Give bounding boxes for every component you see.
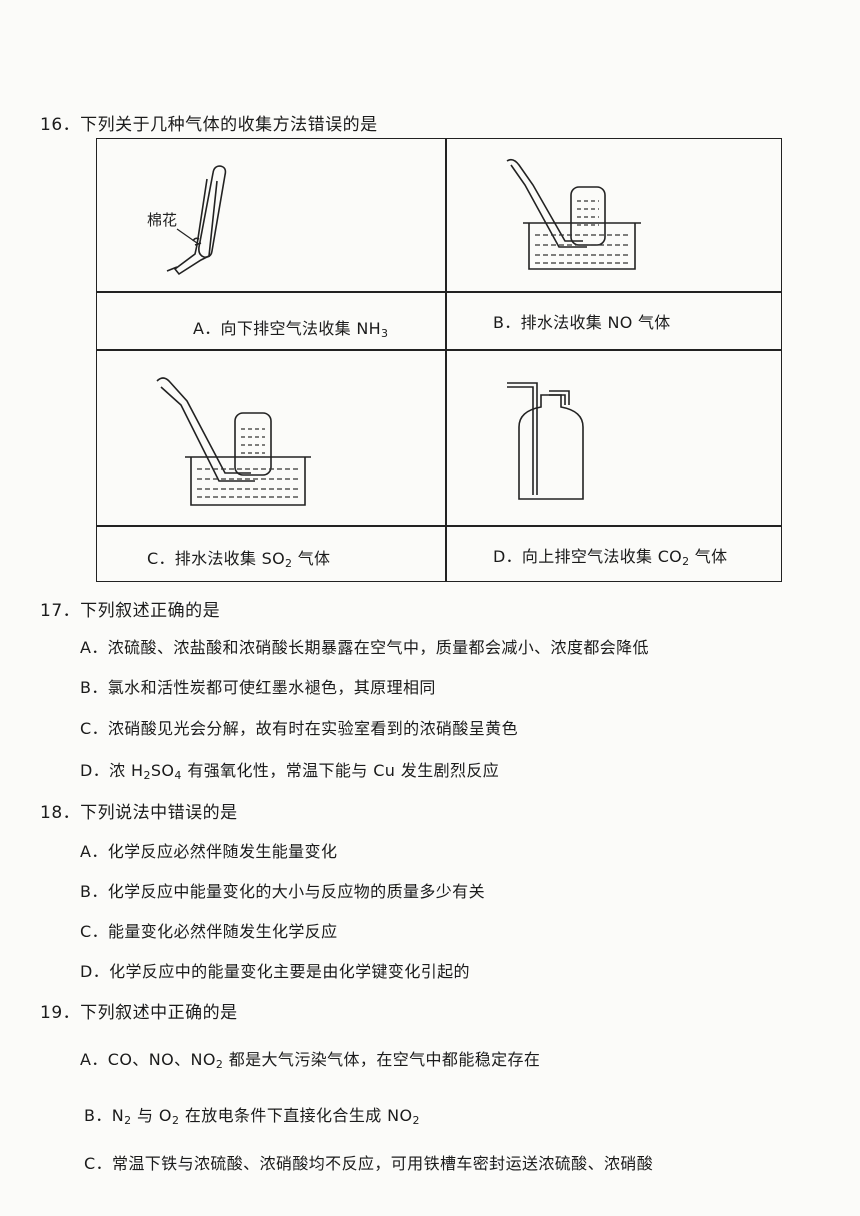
question-17-title: 17．下列叙述正确的是 <box>40 601 221 621</box>
cotton-pointer-line <box>176 228 198 244</box>
q17-option-c: C．浓硝酸见光会分解，故有时在实验室看到的浓硝酸呈黄色 <box>80 719 518 738</box>
figure-a-test-tube: 棉花 <box>147 165 227 276</box>
option-d-caption: D．向上排空气法收集 CO2 气体 <box>493 547 728 568</box>
table-divider-vertical <box>445 139 447 581</box>
figure-b-water-displacement <box>506 158 641 270</box>
cotton-label: 棉花 <box>147 211 177 229</box>
q19-option-c: C．常温下铁与浓硫酸、浓硝酸均不反应，可用铁槽车密封运送浓硫酸、浓硝酸 <box>84 1154 654 1173</box>
q18-option-d: D．化学反应中的能量变化主要是由化学键变化引起的 <box>80 962 470 981</box>
question-18-title: 18．下列说法中错误的是 <box>40 803 238 823</box>
table-divider-2 <box>97 349 781 351</box>
q18-option-b: B．化学反应中能量变化的大小与反应物的质量多少有关 <box>80 882 485 901</box>
question-19-title: 19．下列叙述中正确的是 <box>40 1003 238 1023</box>
option-c-caption: C．排水法收集 SO2 气体 <box>147 549 331 570</box>
q19-option-b: B．N2 与 O2 在放电条件下直接化合生成 NO2 <box>84 1106 420 1127</box>
table-divider-1 <box>97 291 781 293</box>
q17-option-a: A．浓硫酸、浓盐酸和浓硝酸长期暴露在空气中，质量都会减小、浓度都会降低 <box>80 638 649 657</box>
option-b-caption: B．排水法收集 NO 气体 <box>493 313 671 332</box>
q17-option-b: B．氯水和活性炭都可使红墨水褪色，其原理相同 <box>80 678 436 697</box>
question-16-title: 16．下列关于几种气体的收集方法错误的是 <box>40 115 378 135</box>
q18-option-a: A．化学反应必然伴随发生能量变化 <box>80 842 338 861</box>
table-divider-3 <box>97 525 781 527</box>
option-a-caption: A．向下排空气法收集 NH3 <box>193 319 389 340</box>
figure-d-gas-bottle <box>507 382 584 500</box>
apparatus-table: 棉花 A．向下排空气法收集 NH3 B．排水法收集 NO 气体 <box>96 138 782 582</box>
q18-option-c: C．能量变化必然伴随发生化学反应 <box>80 922 338 941</box>
q19-option-a: A．CO、NO、NO2 都是大气污染气体，在空气中都能稳定存在 <box>80 1050 541 1071</box>
figure-c-water-displacement <box>156 377 311 506</box>
q17-option-d: D．浓 H2SO4 有强氧化性，常温下能与 Cu 发生剧烈反应 <box>80 761 500 782</box>
